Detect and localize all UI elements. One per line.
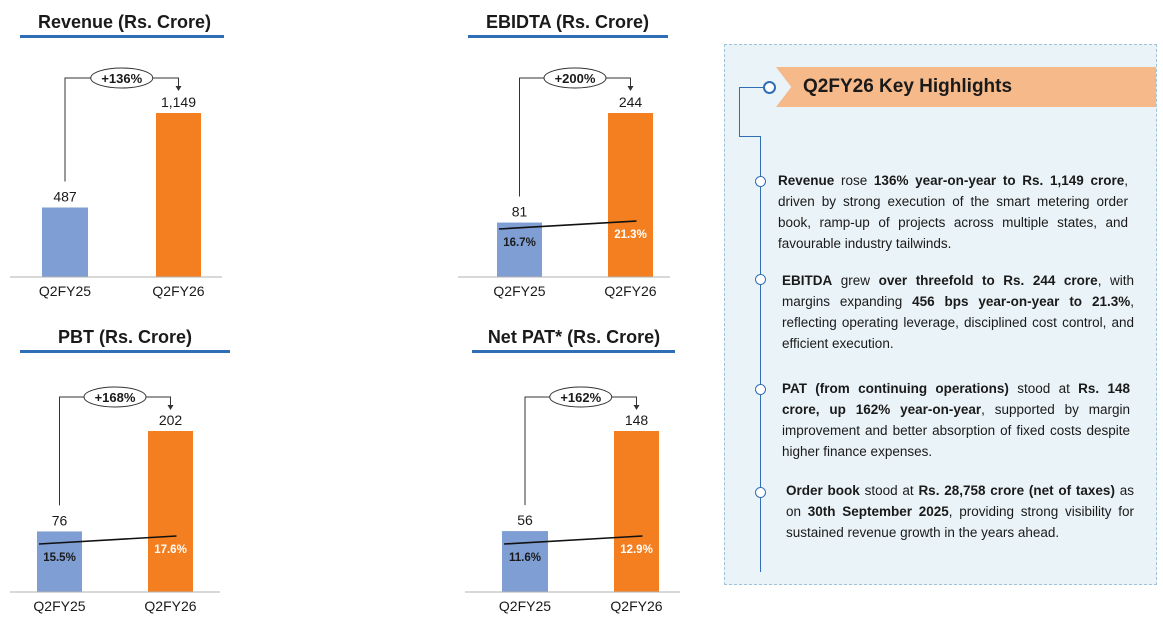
bar-value-label: 148 <box>625 412 649 428</box>
bar-value-label: 1,149 <box>161 94 196 110</box>
highlights-banner <box>776 67 1156 107</box>
growth-badge <box>83 386 147 408</box>
category-label: Q2FY25 <box>39 283 91 299</box>
bar-q2fy25 <box>497 222 542 277</box>
highlight-text-part: Rs. 148 crore, up 162% year-on-year <box>782 381 1130 417</box>
margin-label: 17.6% <box>154 544 187 556</box>
highlight-text-part: , with margins expanding <box>782 273 1134 309</box>
highlight-pat: PAT (from continuing operations) stood a… <box>782 378 1130 462</box>
highlight-text-part: Revenue <box>778 173 835 188</box>
highlight-revenue: Revenue rose 136% year-on-year to Rs. 1,… <box>778 170 1128 254</box>
growth-label: +162% <box>560 390 601 405</box>
highlight-text-part: 30th September 2025 <box>807 504 949 519</box>
arrow-head <box>627 86 634 91</box>
highlights-panel <box>724 44 1157 585</box>
growth-label: +136% <box>101 71 142 86</box>
bar-value-label: 487 <box>53 188 77 204</box>
title-underline <box>468 35 668 38</box>
highlight-text-part: 456 bps year-on-year to 21.3% <box>912 294 1131 309</box>
highlight-text-part: , driven by strong execution of the smar… <box>778 173 1128 251</box>
bar-q2fy26 <box>156 113 201 277</box>
growth-badge <box>543 67 607 89</box>
category-label: Q2FY25 <box>499 598 551 614</box>
highlight-text-part: stood at <box>859 483 919 498</box>
timeline-dot <box>755 274 766 285</box>
highlight-text-part: PAT (from continuing operations) <box>782 381 1009 396</box>
bar-q2fy26 <box>614 431 659 592</box>
highlight-text-part: Rs. 28,758 crore (net of taxes) <box>918 483 1115 498</box>
arrow-head <box>633 405 640 410</box>
timeline-dot <box>755 487 766 498</box>
highlight-text-part: Order book <box>786 483 860 498</box>
bar-value-label: 56 <box>517 512 533 528</box>
chart-title-revenue: Revenue (Rs. Crore) <box>38 12 212 32</box>
growth-label: +200% <box>555 71 596 86</box>
title-underline <box>472 350 675 353</box>
bar-value-label: 202 <box>159 412 183 428</box>
growth-label: +168% <box>95 390 136 405</box>
growth-badge <box>549 386 613 408</box>
highlight-text-part: , supported by margin improvement and be… <box>782 402 1130 459</box>
highlights-title: Q2FY26 Key Highlights <box>803 76 1013 97</box>
bar-q2fy25 <box>42 207 88 277</box>
highlight-text-part: over threefold to Rs. 244 crore <box>878 273 1098 288</box>
highlight-order-book: Order book stood at Rs. 28,758 crore (ne… <box>786 480 1134 543</box>
category-label: Q2FY26 <box>604 283 656 299</box>
bar-q2fy26 <box>608 113 653 277</box>
bar-value-label: 244 <box>619 94 643 110</box>
margin-label: 11.6% <box>509 552 541 564</box>
highlight-text-part: stood at <box>1008 381 1079 396</box>
margin-line <box>38 535 177 545</box>
timeline-connector <box>739 87 767 88</box>
highlight-text-part: as on <box>786 483 1134 519</box>
highlight-text-part: 136% year-on-year to Rs. 1,149 crore <box>873 173 1125 188</box>
highlight-text-part: rose <box>834 173 874 188</box>
chart-title-net-pat: Net PAT* (Rs. Crore) <box>487 327 661 347</box>
margin-line <box>498 220 637 230</box>
timeline-line <box>760 136 761 572</box>
arrow-head <box>167 405 174 410</box>
bar-value-label: 81 <box>512 204 528 220</box>
bar-value-label: 76 <box>52 512 68 528</box>
margin-label: 15.5% <box>43 552 76 564</box>
chart-title-pbt: PBT (Rs. Crore) <box>57 327 192 347</box>
category-label: Q2FY26 <box>610 598 662 614</box>
title-underline <box>20 35 224 38</box>
category-label: Q2FY26 <box>144 598 196 614</box>
timeline-connector <box>739 136 761 137</box>
arrow-head <box>175 86 182 91</box>
highlight-ebitda: EBITDA grew over threefold to Rs. 244 cr… <box>782 270 1134 354</box>
margin-label: 12.9% <box>620 544 653 556</box>
highlight-text-part: , reflecting operating leverage, discipl… <box>782 294 1134 351</box>
timeline-dot <box>763 81 776 94</box>
category-label: Q2FY25 <box>33 598 85 614</box>
margin-label: 21.3% <box>614 229 647 241</box>
highlight-text-part: EBITDA <box>782 273 833 288</box>
growth-badge <box>90 67 154 89</box>
highlight-text-part: , providing strong visibility for sustai… <box>786 504 1134 540</box>
bar-q2fy26 <box>148 431 193 592</box>
margin-label: 16.7% <box>503 237 536 249</box>
timeline-dot <box>755 176 766 187</box>
title-underline <box>20 350 230 353</box>
category-label: Q2FY25 <box>493 283 545 299</box>
timeline-connector <box>739 87 740 137</box>
highlight-text-part: grew <box>832 273 879 288</box>
chart-title-ebidta: EBIDTA (Rs. Crore) <box>485 12 649 32</box>
category-label: Q2FY26 <box>152 283 204 299</box>
timeline-dot <box>755 384 766 395</box>
margin-line <box>503 535 643 545</box>
